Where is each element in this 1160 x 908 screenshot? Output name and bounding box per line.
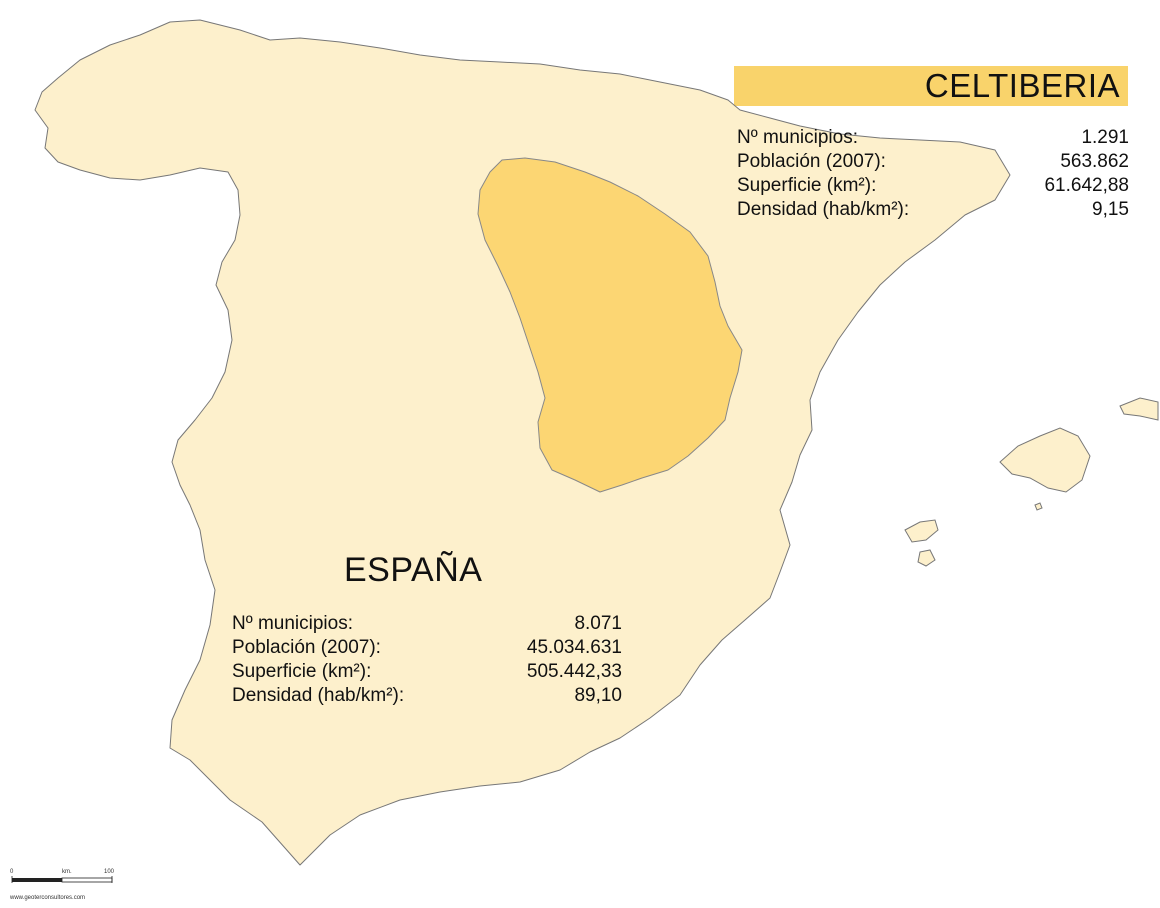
celtiberia-title-bar (734, 66, 1128, 106)
stat-label: Nº municipios: (232, 613, 353, 634)
stat-label: Población (2007): (737, 151, 886, 172)
mallorca-island (999, 427, 1091, 493)
ibiza-island (904, 519, 939, 543)
cabrera-island (1034, 502, 1043, 511)
espana-row-poblacion: Población (2007): 45.034.631 (232, 636, 622, 660)
celtiberia-region (477, 157, 743, 493)
espana-row-superficie: Superficie (km²): 505.442,33 (232, 660, 622, 684)
celtiberia-title: CELTIBERIA (924, 67, 1120, 104)
stat-label: Nº municipios: (737, 127, 858, 148)
scale-segment-dark (12, 878, 62, 882)
celtiberia-row-poblacion: Población (2007): 563.862 (737, 150, 1129, 174)
celtiberia-row-densidad: Densidad (hab/km²): 9,15 (737, 198, 1129, 222)
stat-value: 61.642,88 (1044, 175, 1129, 196)
stat-value: 45.034.631 (526, 637, 622, 658)
stat-label: Superficie (km²): (737, 175, 877, 196)
stat-label: Densidad (hab/km²): (232, 685, 405, 706)
scale-end-label: 100 (104, 869, 115, 875)
espana-row-municipios: Nº municipios: 8.071 (232, 612, 622, 636)
formentera-island (917, 549, 936, 567)
stat-value: 8.071 (574, 613, 622, 634)
scale-unit-label: km. (62, 869, 72, 875)
espana-title: ESPAÑA (344, 551, 483, 589)
espana-row-densidad: Densidad (hab/km²): 89,10 (232, 684, 622, 708)
menorca-island (1119, 397, 1159, 421)
stat-value: 563.862 (1060, 151, 1129, 172)
celtiberia-stats: Nº municipios: 1.291 Población (2007): 5… (737, 126, 1129, 222)
stat-value: 505.442,33 (526, 661, 622, 682)
celtiberia-row-municipios: Nº municipios: 1.291 (737, 126, 1129, 150)
stat-label: Superficie (km²): (232, 661, 372, 682)
stat-label: Densidad (hab/km²): (737, 199, 910, 220)
stat-value: 9,15 (1092, 199, 1129, 220)
scale-bar: 0 km. 100 (10, 869, 115, 883)
celtiberia-row-superficie: Superficie (km²): 61.642,88 (737, 174, 1129, 198)
stat-value: 1.291 (1081, 127, 1129, 148)
stat-value: 89,10 (574, 685, 622, 706)
scale-start-label: 0 (10, 869, 14, 875)
stat-label: Población (2007): (232, 637, 381, 658)
espana-stats: Nº municipios: 8.071 Población (2007): 4… (232, 612, 622, 708)
credit-url: www.geoterconsultores.com (10, 895, 86, 901)
spain-mainland (34, 19, 1011, 866)
scale-segment-light (61, 877, 113, 883)
